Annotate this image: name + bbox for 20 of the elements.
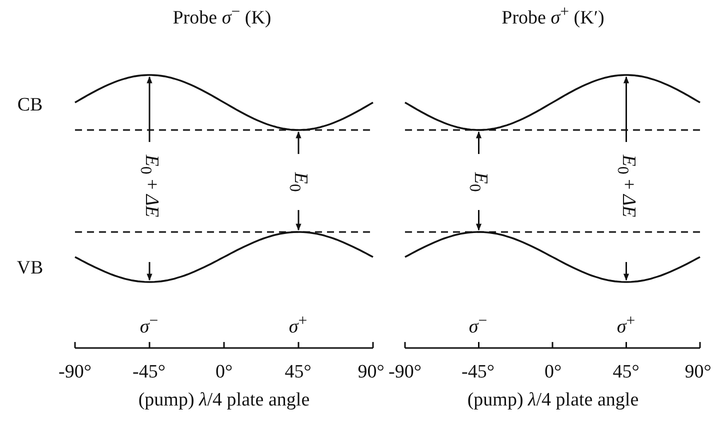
tick-label: 45° <box>612 362 640 382</box>
panel-title: Probe σ$^{−}$ (K) <box>172 4 272 28</box>
band-label: VB <box>16 258 44 278</box>
axis-title: (pump) λ/4 plate angle <box>138 390 310 410</box>
tick-label: -90° <box>388 362 422 382</box>
tick-label: 90° <box>684 362 712 382</box>
panel-title: Probe σ$^{+}$ (K′) <box>502 4 604 28</box>
tick-label: -90° <box>58 362 92 382</box>
polarization-label: σ$^{−}$ <box>140 313 158 337</box>
tick-label: 45° <box>284 362 312 382</box>
tick-label: 90° <box>358 362 384 382</box>
axis-title: (pump) λ/4 plate angle <box>467 390 639 410</box>
tick-label: 0° <box>215 362 233 382</box>
tick-label: 0° <box>544 362 562 382</box>
band-label: CB <box>17 96 43 114</box>
tick-label: -45° <box>132 362 166 382</box>
polarization-label: σ$^{+}$ <box>288 313 308 337</box>
polarization-label: σ$^{−}$ <box>468 313 488 337</box>
tick-label: -45° <box>462 362 494 382</box>
polarization-label: σ$^{+}$ <box>616 313 636 337</box>
